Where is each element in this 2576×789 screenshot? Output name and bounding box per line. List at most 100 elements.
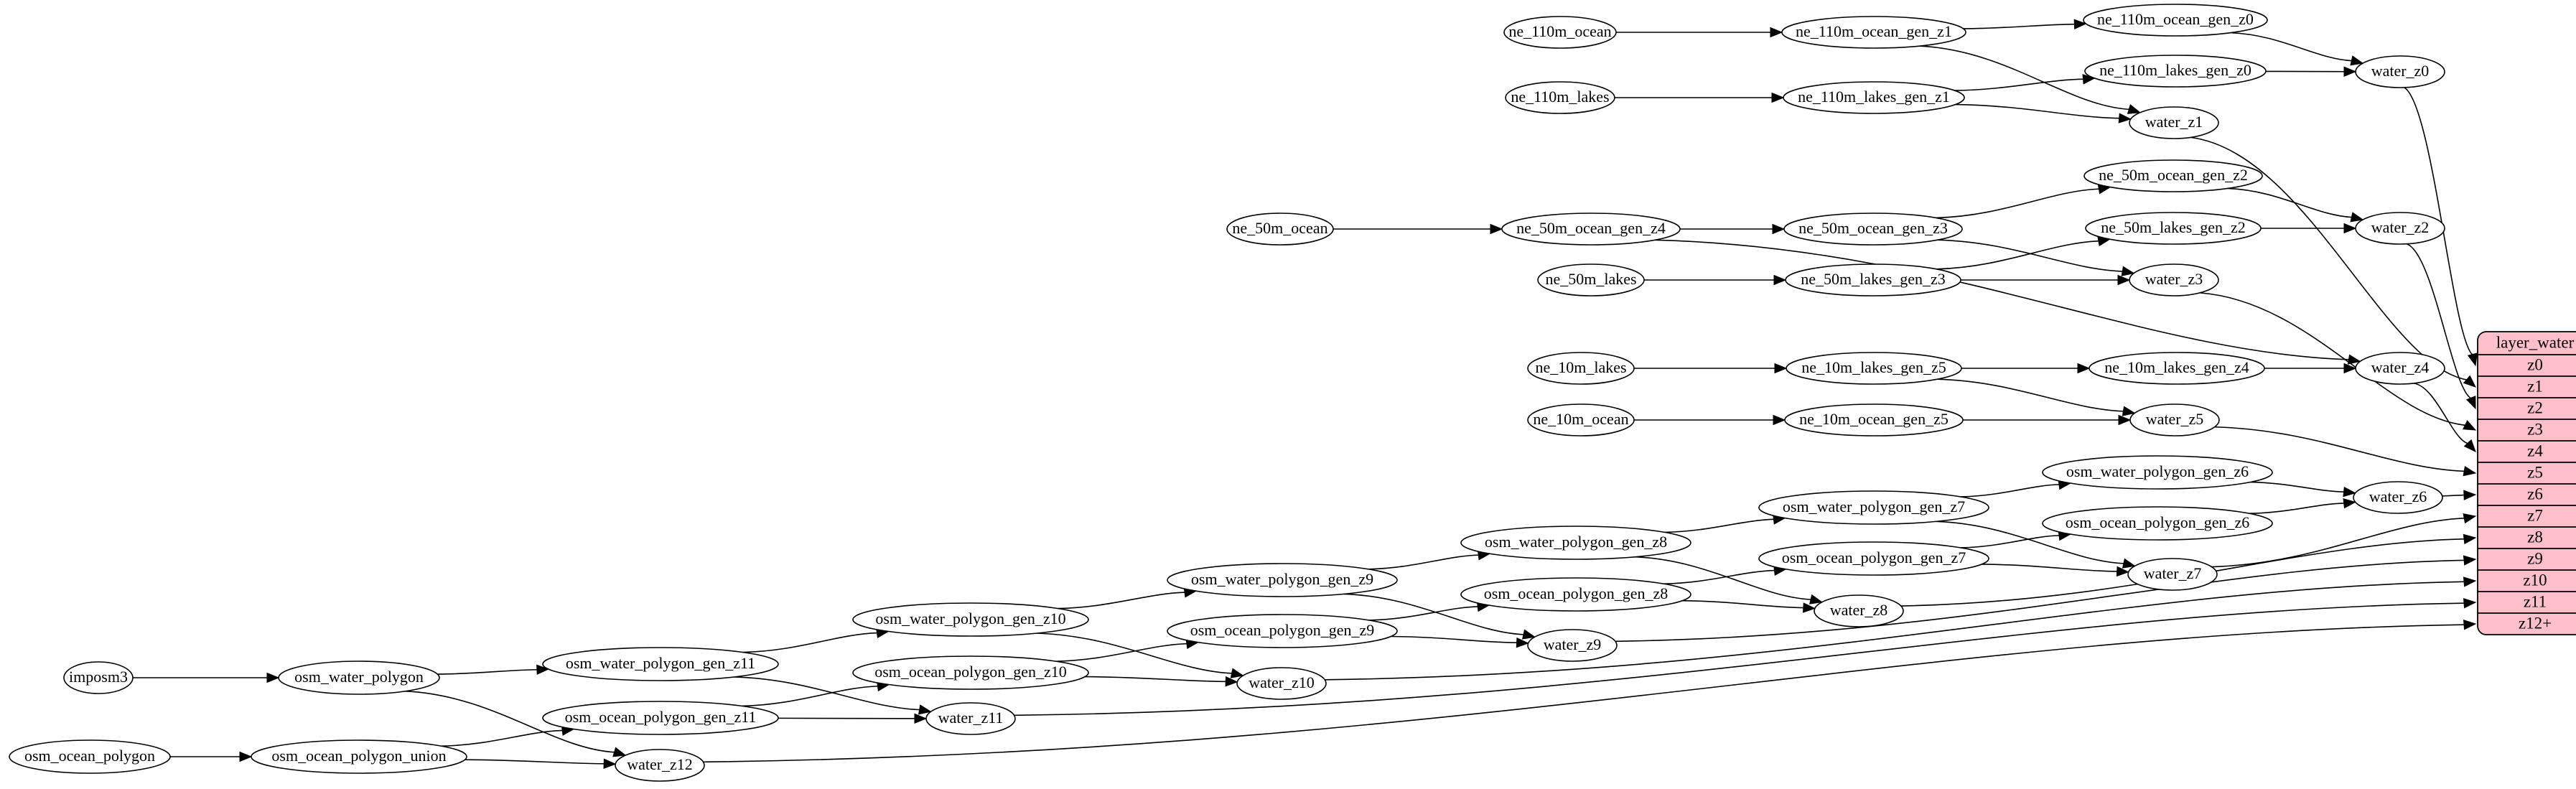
edge-arrowhead xyxy=(239,751,253,762)
node-ne_10m_lakes_gen_z5[interactable]: ne_10m_lakes_gen_z5 xyxy=(1786,352,1962,385)
node-water_z7[interactable]: water_z7 xyxy=(2127,558,2218,591)
node-water_z10[interactable]: water_z10 xyxy=(1236,667,1327,700)
node-osm_water_polygon_gen_z8[interactable]: osm_water_polygon_gen_z8 xyxy=(1460,526,1691,560)
node-shape[interactable] xyxy=(2083,159,2263,192)
node-shape[interactable] xyxy=(1758,490,1989,525)
node-ne_50m_lakes_gen_z2[interactable]: ne_50m_lakes_gen_z2 xyxy=(2085,212,2262,245)
node-shape[interactable] xyxy=(1527,403,1635,436)
node-osm_ocean_polygon_gen_z6[interactable]: osm_ocean_polygon_gen_z6 xyxy=(2042,506,2273,541)
node-imposm3[interactable]: imposm3 xyxy=(63,661,134,694)
node-shape[interactable] xyxy=(852,602,1089,637)
node-shape[interactable] xyxy=(2085,212,2262,245)
node-osm_water_polygon[interactable]: osm_water_polygon xyxy=(278,660,440,695)
node-osm_ocean_polygon_gen_z11[interactable]: osm_ocean_polygon_gen_z11 xyxy=(542,701,779,735)
node-shape[interactable] xyxy=(2083,4,2268,37)
node-shape[interactable] xyxy=(1784,403,1964,436)
node-shape[interactable] xyxy=(1814,594,1904,627)
node-shape[interactable] xyxy=(278,660,440,695)
node-shape[interactable] xyxy=(1167,563,1398,597)
node-shape[interactable] xyxy=(2084,55,2267,88)
node-shape[interactable] xyxy=(1460,577,1691,612)
node-ne_10m_ocean_gen_z5[interactable]: ne_10m_ocean_gen_z5 xyxy=(1784,403,1964,436)
node-water_z12[interactable]: water_z12 xyxy=(615,749,705,782)
node-shape[interactable] xyxy=(63,661,134,694)
node-shape[interactable] xyxy=(2042,455,2273,490)
node-ne_110m_ocean_gen_z1[interactable]: ne_110m_ocean_gen_z1 xyxy=(1781,16,1966,49)
node-shape[interactable] xyxy=(1527,352,1635,385)
node-shape[interactable] xyxy=(2355,212,2445,245)
node-osm_water_polygon_gen_z9[interactable]: osm_water_polygon_gen_z9 xyxy=(1167,563,1398,597)
node-water_z3[interactable]: water_z3 xyxy=(2129,263,2219,297)
edge-osm_ocean_polygon_gen_z9-to-water_z9 xyxy=(1391,635,1518,644)
node-osm_water_polygon_gen_z10[interactable]: osm_water_polygon_gen_z10 xyxy=(852,602,1089,637)
node-ne_110m_lakes_gen_z0[interactable]: ne_110m_lakes_gen_z0 xyxy=(2084,55,2267,88)
node-shape[interactable] xyxy=(2355,352,2445,385)
node-ne_110m_ocean_gen_z0[interactable]: ne_110m_ocean_gen_z0 xyxy=(2083,4,2268,37)
node-ne_110m_ocean[interactable]: ne_110m_ocean xyxy=(1503,16,1617,49)
node-water_z5[interactable]: water_z5 xyxy=(2129,403,2220,436)
node-ne_50m_lakes_gen_z3[interactable]: ne_50m_lakes_gen_z3 xyxy=(1785,263,1961,297)
node-ne_10m_lakes_gen_z4[interactable]: ne_10m_lakes_gen_z4 xyxy=(2089,352,2265,385)
edge-arrowhead xyxy=(2343,498,2356,509)
node-water_z4[interactable]: water_z4 xyxy=(2355,352,2445,385)
node-shape[interactable] xyxy=(1527,629,1618,662)
node-shape[interactable] xyxy=(1785,263,1961,297)
node-shape[interactable] xyxy=(925,702,1016,735)
node-shape[interactable] xyxy=(1236,667,1327,700)
edge-arrowhead xyxy=(1770,27,1783,38)
node-shape[interactable] xyxy=(1781,16,1966,49)
node-osm_ocean_polygon_gen_z8[interactable]: osm_ocean_polygon_gen_z8 xyxy=(1460,577,1691,612)
node-shape[interactable] xyxy=(1501,213,1681,246)
node-shape[interactable] xyxy=(1460,526,1691,560)
node-water_z1[interactable]: water_z1 xyxy=(2129,106,2219,139)
node-osm_ocean_polygon_union[interactable]: osm_ocean_polygon_union xyxy=(251,739,467,774)
node-shape[interactable] xyxy=(1537,263,1645,297)
node-ne_50m_lakes[interactable]: ne_50m_lakes xyxy=(1537,263,1645,297)
node-shape[interactable] xyxy=(2129,403,2220,436)
node-shape[interactable] xyxy=(1786,352,1962,385)
node-water_z6[interactable]: water_z6 xyxy=(2353,481,2443,514)
node-shape[interactable] xyxy=(2127,558,2218,591)
node-shape[interactable] xyxy=(542,701,779,735)
node-ne_10m_lakes[interactable]: ne_10m_lakes xyxy=(1527,352,1635,385)
node-ne_50m_ocean_gen_z2[interactable]: ne_50m_ocean_gen_z2 xyxy=(2083,159,2263,192)
node-osm_ocean_polygon_gen_z9[interactable]: osm_ocean_polygon_gen_z9 xyxy=(1167,614,1398,648)
layer-water-box[interactable] xyxy=(2477,331,2576,635)
node-shape[interactable] xyxy=(1783,213,1963,246)
node-shape[interactable] xyxy=(542,647,779,681)
node-ne_50m_ocean_gen_z4[interactable]: ne_50m_ocean_gen_z4 xyxy=(1501,213,1681,246)
node-shape[interactable] xyxy=(615,749,705,782)
node-shape[interactable] xyxy=(251,739,467,774)
node-shape[interactable] xyxy=(1758,541,1989,576)
node-water_z11[interactable]: water_z11 xyxy=(925,702,1016,735)
node-osm_water_polygon_gen_z11[interactable]: osm_water_polygon_gen_z11 xyxy=(542,647,779,681)
node-ne_110m_lakes[interactable]: ne_110m_lakes xyxy=(1505,81,1615,114)
node-water_z0[interactable]: water_z0 xyxy=(2355,55,2445,88)
node-osm_water_polygon_gen_z7[interactable]: osm_water_polygon_gen_z7 xyxy=(1758,490,1989,525)
layer-water-record[interactable]: layer_waterz0z1z2z3z4z5z6z7z8z9z10z11z12… xyxy=(2477,331,2576,635)
node-ne_10m_ocean[interactable]: ne_10m_ocean xyxy=(1527,403,1635,436)
node-shape[interactable] xyxy=(2129,263,2219,297)
node-shape[interactable] xyxy=(1226,213,1334,246)
node-shape[interactable] xyxy=(1505,81,1615,114)
node-shape[interactable] xyxy=(1503,16,1617,49)
node-shape[interactable] xyxy=(1167,614,1398,648)
node-water_z9[interactable]: water_z9 xyxy=(1527,629,1618,662)
node-shape[interactable] xyxy=(2129,106,2219,139)
node-osm_ocean_polygon_gen_z7[interactable]: osm_ocean_polygon_gen_z7 xyxy=(1758,541,1989,576)
node-shape[interactable] xyxy=(852,655,1089,690)
node-osm_ocean_polygon_gen_z10[interactable]: osm_ocean_polygon_gen_z10 xyxy=(852,655,1089,690)
node-shape[interactable] xyxy=(2353,481,2443,514)
node-ne_50m_ocean_gen_z3[interactable]: ne_50m_ocean_gen_z3 xyxy=(1783,213,1963,246)
node-ne_50m_ocean[interactable]: ne_50m_ocean xyxy=(1226,213,1334,246)
node-water_z2[interactable]: water_z2 xyxy=(2355,212,2445,245)
node-shape[interactable] xyxy=(2042,506,2273,541)
node-osm_ocean_polygon[interactable]: osm_ocean_polygon xyxy=(9,739,171,774)
node-water_z8[interactable]: water_z8 xyxy=(1814,594,1904,627)
node-shape[interactable] xyxy=(1783,81,1965,114)
node-shape[interactable] xyxy=(2089,352,2265,385)
node-ne_110m_lakes_gen_z1[interactable]: ne_110m_lakes_gen_z1 xyxy=(1783,81,1965,114)
node-shape[interactable] xyxy=(2355,55,2445,88)
node-shape[interactable] xyxy=(9,739,171,774)
node-osm_water_polygon_gen_z6[interactable]: osm_water_polygon_gen_z6 xyxy=(2042,455,2273,490)
